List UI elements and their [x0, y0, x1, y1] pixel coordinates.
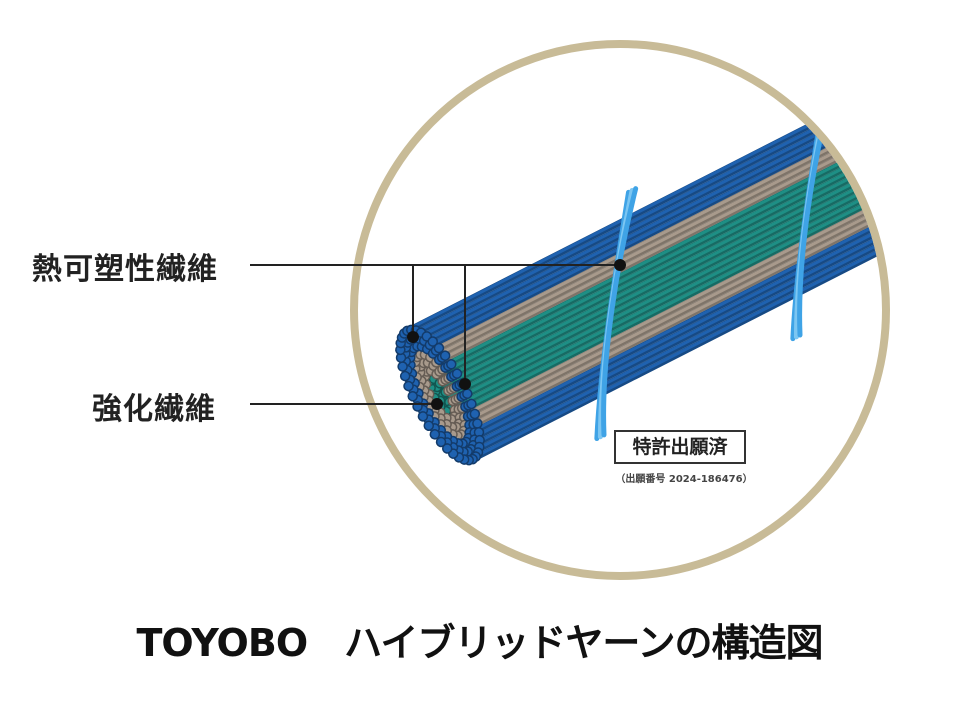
fiber-end: [399, 370, 411, 382]
fiber-end: [435, 436, 447, 448]
fiber-end: [417, 411, 429, 422]
fiber-strand-highlight: [463, 159, 882, 444]
fiber-strand-highlight: [422, 79, 882, 364]
fiber-end: [451, 368, 463, 379]
fiber-strand-highlight: [452, 138, 882, 423]
diagram-caption: TOYOBO ハイブリッドヤーンの構造図: [136, 621, 824, 665]
wrap-fiber: [601, 186, 639, 438]
fiber-end: [429, 429, 441, 440]
fiber-end: [423, 420, 434, 431]
fiber-strand-highlight: [427, 89, 882, 375]
patent-application-number: （出願番号 2024-186476）: [615, 474, 753, 485]
fiber-strand-highlight: [441, 116, 882, 401]
fiber-strand-highlight: [455, 143, 882, 428]
fiber-end: [433, 342, 445, 354]
fiber-strand-highlight: [444, 121, 882, 407]
fiber-strand-highlight: [466, 164, 882, 449]
fiber-strand-highlight: [460, 154, 882, 439]
fiber-end: [407, 391, 418, 402]
leader-lines: [250, 264, 620, 405]
fiber-strand-highlight: [449, 132, 882, 417]
fiber-strand-highlight: [430, 95, 882, 380]
fiber-end: [446, 359, 457, 370]
fiber-strand-highlight: [447, 127, 882, 412]
fiber-end: [469, 408, 481, 420]
thermoplastic-fiber-label: 熱可塑性繊維: [32, 252, 218, 287]
patent-pending-badge: 特許出願済: [614, 430, 746, 464]
fiber-strand-highlight: [468, 170, 882, 455]
fiber-strand-highlight: [438, 111, 882, 396]
reinforcing-fiber-label: 強化繊維: [92, 392, 216, 427]
fiber-end: [466, 398, 477, 410]
fiber-strand-highlight: [425, 84, 882, 369]
fiber-strand-highlight: [457, 148, 882, 433]
fiber-strand-highlight: [471, 175, 882, 460]
fiber-strand-highlight: [436, 105, 882, 391]
fiber-end: [439, 350, 451, 361]
leader-dots: [407, 259, 626, 410]
fiber-end: [403, 380, 414, 392]
fiber-strand-highlight: [433, 100, 882, 385]
